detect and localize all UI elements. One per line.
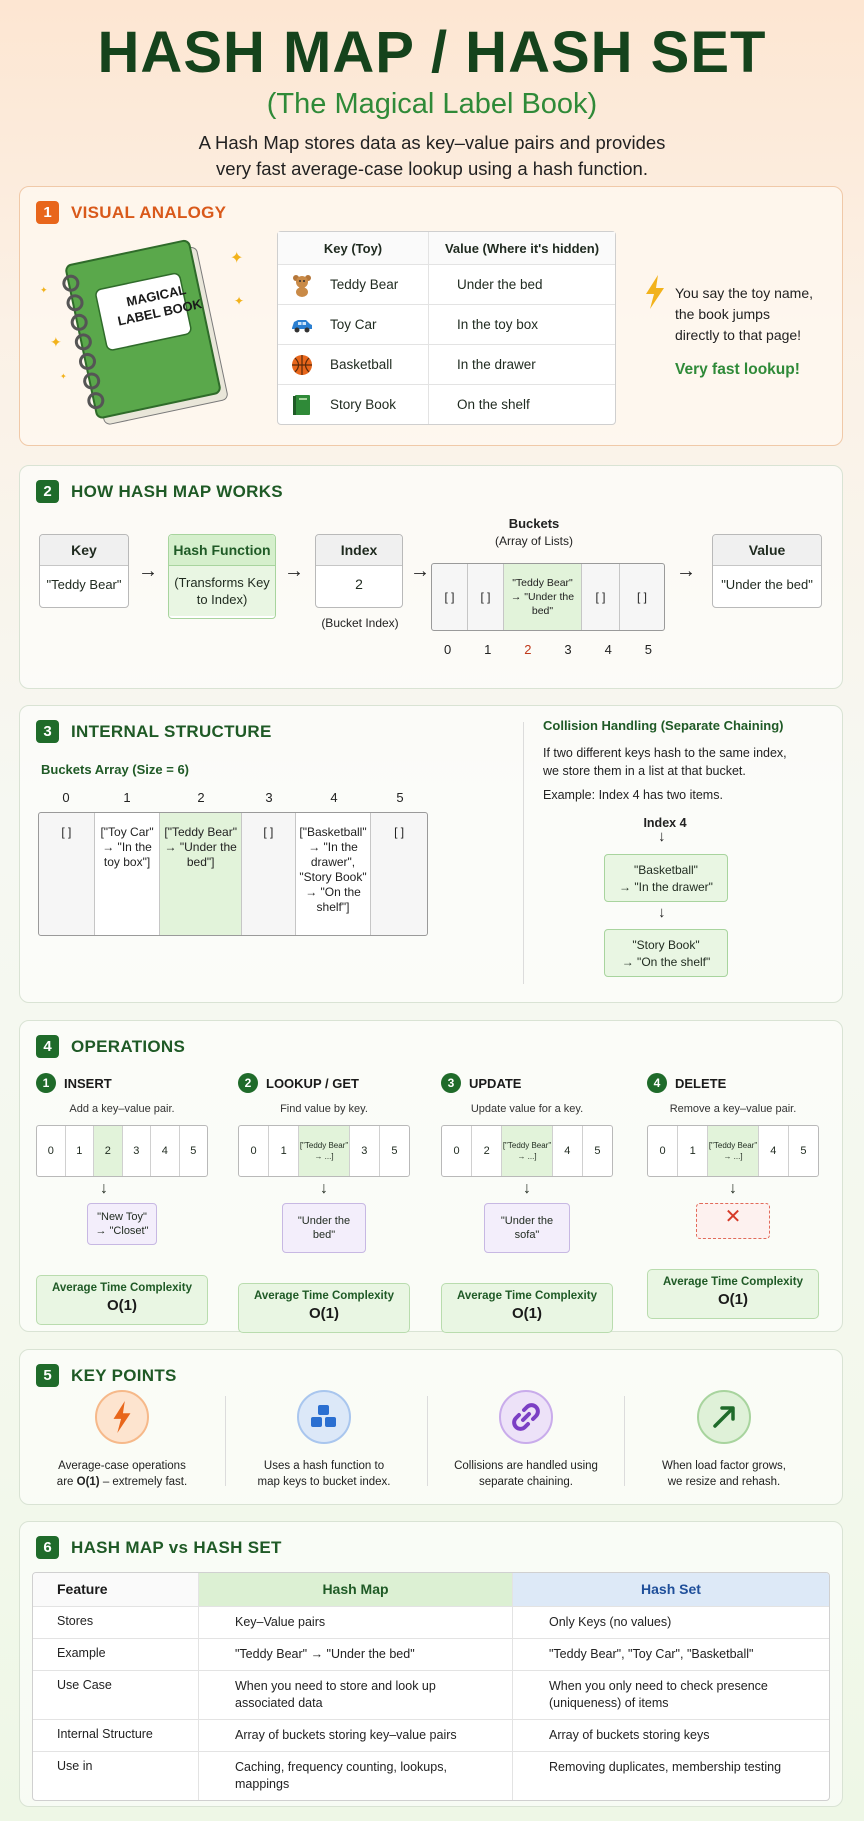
arrow-down-icon: ↓ (658, 904, 666, 921)
section-number: 6 (36, 1536, 59, 1559)
collision-text: If two different keys hash to the same i… (543, 746, 787, 778)
table-row: Story Book On the shelf (278, 384, 615, 424)
section-number: 3 (36, 720, 59, 743)
lookup-result: "Under the bed" (282, 1203, 366, 1253)
update-result: "Under the sofa" (484, 1203, 570, 1253)
arrow-right-icon: → (410, 560, 430, 582)
arrow-down-icon: ↓ (320, 1180, 328, 1197)
svg-text:✦: ✦ (234, 294, 244, 308)
buckets-title: Buckets (508, 516, 560, 531)
toy-car-icon (292, 319, 312, 332)
page-subtitle: (The Magical Label Book) (266, 88, 598, 120)
section-number: 1 (36, 201, 59, 224)
collision-example: Example: Index 4 has two items. (543, 788, 723, 802)
buckets-array: [ ] ["Toy Car" → "In the toy box"] ["Ted… (38, 812, 428, 936)
section-how-it-works: 2 HOW HASH MAP WORKS Key "Teddy Bear" → H… (19, 465, 843, 689)
table-row: Teddy Bear Under the bed (278, 264, 615, 304)
growth-arrow-icon (697, 1390, 751, 1444)
index-box: Index 2 (315, 534, 403, 608)
section-number: 4 (36, 1035, 59, 1058)
arrow-right-icon: → (676, 560, 696, 582)
value-box: Value "Under the bed" (712, 534, 822, 608)
divider (523, 722, 524, 984)
section-title: KEY POINTS (71, 1365, 177, 1385)
story-book-icon (293, 394, 310, 415)
magical-book-icon: ✦ ✦ ✦ ✦ ✦ (40, 239, 244, 425)
link-icon (499, 1390, 553, 1444)
page-title: HASH MAP / HASH SET (97, 20, 767, 85)
analogy-table: Key (Toy) Value (Where it's hidden) Tedd… (277, 231, 616, 425)
section-number: 5 (36, 1364, 59, 1387)
section-title: VISUAL ANALOGY (71, 202, 227, 222)
svg-text:✦: ✦ (230, 250, 243, 267)
basketball-icon (292, 354, 312, 375)
table-row: Basketball In the drawer (278, 344, 615, 384)
section-number: 2 (36, 480, 59, 503)
chain-head: Index 4 (643, 816, 687, 830)
buckets-array-title: Buckets Array (Size = 6) (41, 762, 190, 777)
arrow-down-icon: ↓ (658, 828, 666, 845)
svg-text:✦: ✦ (60, 372, 67, 381)
insert-result: "New Toy" → "Closet" (87, 1203, 157, 1245)
header: HASH MAP / HASH SET (The Magical Label B… (0, 0, 864, 182)
section-title: INTERNAL STRUCTURE (71, 721, 272, 741)
section-title: OPERATIONS (71, 1036, 186, 1056)
table-row: Toy Car In the toy box (278, 304, 615, 344)
intro-text: A Hash Map stores data as key–value pair… (198, 132, 666, 179)
chain-node-basketball: "Basketball"→ "In the drawer" (604, 854, 728, 902)
col-key: Key (Toy) (278, 232, 429, 264)
col-value: Value (Where it's hidden) (444, 240, 600, 256)
arrow-right-icon: → (138, 560, 158, 582)
divider (624, 1396, 625, 1486)
bucket-index-note: (Bucket Index) (321, 616, 399, 630)
svg-text:✦: ✦ (40, 285, 48, 295)
arrow-down-icon: ↓ (100, 1180, 108, 1197)
delete-x-icon: ✕ (696, 1203, 770, 1239)
section-title: HOW HASH MAP WORKS (71, 481, 283, 501)
lightning-icon (95, 1390, 149, 1444)
cubes-icon (297, 1390, 351, 1444)
buckets-array: [ ] [ ] "Teddy Bear" → "Under the bed" [… (431, 563, 665, 631)
section-internal-structure: 3 INTERNAL STRUCTURE Buckets Array (Size … (19, 705, 843, 1003)
fast-lookup-text: Very fast lookup! (675, 361, 800, 378)
svg-text:✦: ✦ (50, 334, 62, 350)
key-point: When load factor grows,we resize and reh… (624, 1390, 824, 1490)
table-row: Example"Teddy Bear" → "Under the bed""Te… (33, 1638, 829, 1670)
teddy-bear-icon (293, 274, 311, 297)
arrow-down-icon: ↓ (729, 1180, 737, 1197)
buckets-subtitle: (Array of Lists) (494, 534, 573, 548)
lightning-icon (646, 275, 664, 309)
collision-title: Collision Handling (Separate Chaining) (543, 718, 784, 733)
section-title: HASH MAP vs HASH SET (71, 1537, 282, 1557)
arrow-down-icon: ↓ (523, 1180, 531, 1197)
divider (427, 1396, 428, 1486)
arrow-right-icon: → (284, 560, 304, 582)
chain-node-story-book: "Story Book"→ "On the shelf" (604, 929, 728, 977)
divider (225, 1396, 226, 1486)
key-box: Key "Teddy Bear" (39, 534, 129, 608)
